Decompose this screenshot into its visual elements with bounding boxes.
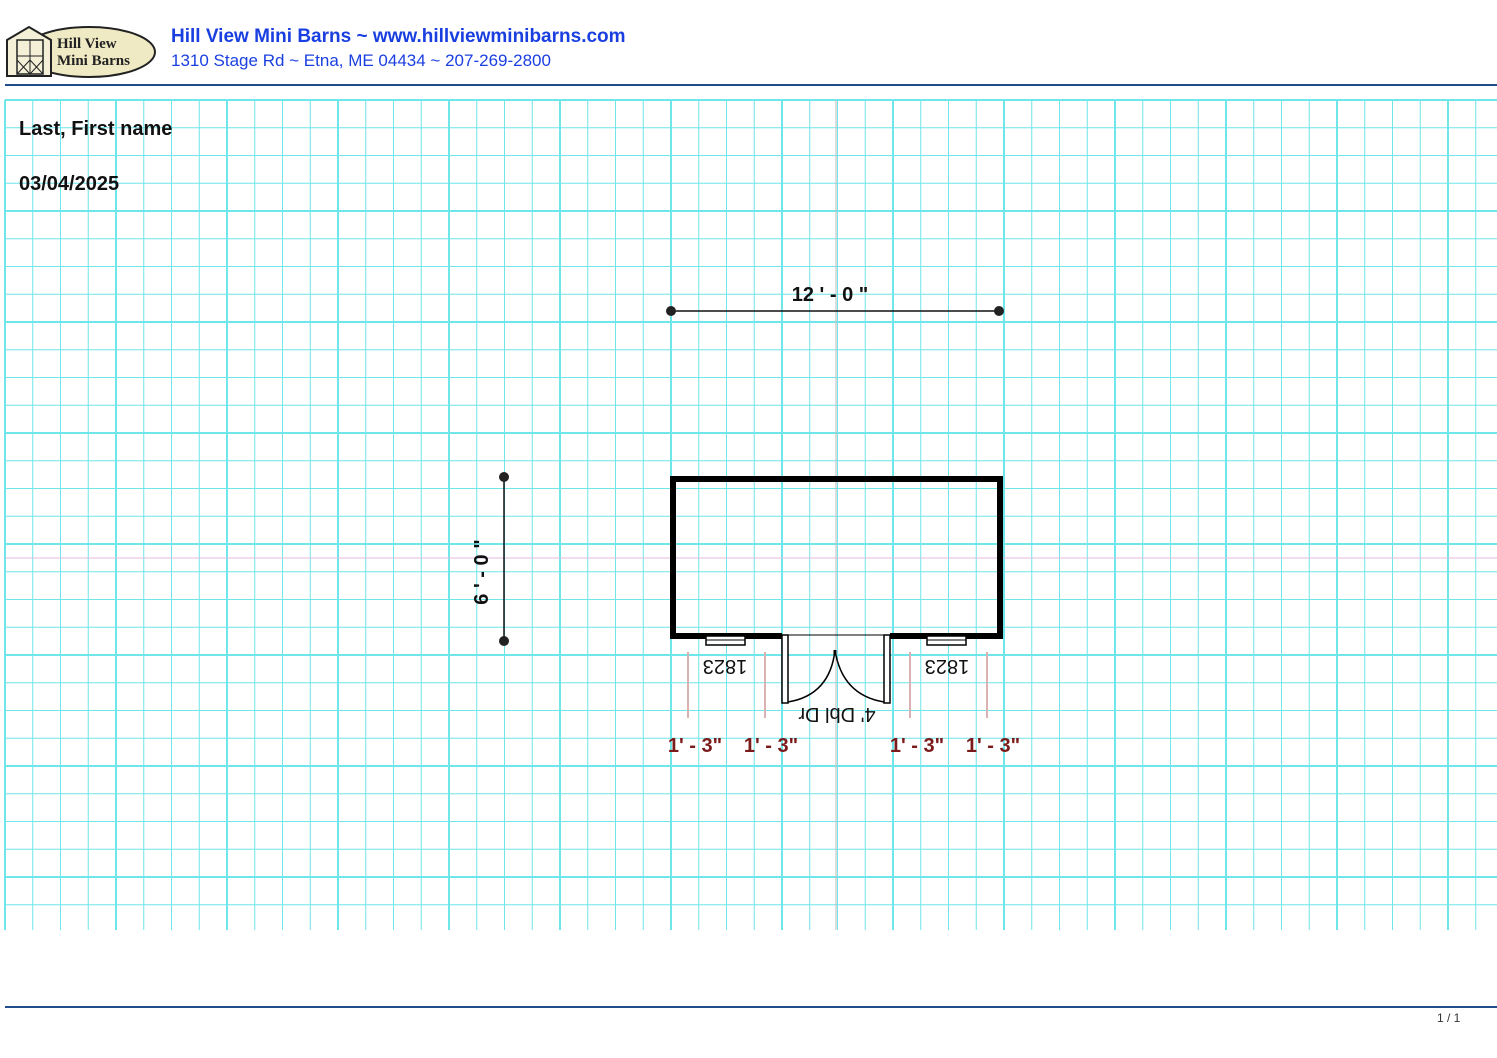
header-address: 1310 Stage Rd ~ Etna, ME 04434 ~ 207-269…: [171, 51, 551, 70]
door-label: 4' Dbl Dr: [798, 703, 876, 725]
window-right: 1823: [925, 635, 970, 677]
header-title: Hill View Mini Barns ~ www.hillviewminib…: [171, 26, 626, 47]
width-dimension: 12 ' - 0 ": [666, 284, 1004, 316]
building-outline: [670, 476, 1003, 639]
graph-grid: [4, 99, 1497, 930]
page-number: 1 / 1: [1437, 1011, 1461, 1025]
window-left: 1823: [703, 635, 748, 677]
offset-markers: [687, 652, 988, 718]
depth-dimension: 6 ' - 0 ": [471, 472, 509, 646]
window-right-label: 1823: [925, 655, 970, 677]
company-logo: Hill View Mini Barns: [6, 25, 156, 78]
width-dimension-label: 12 ' - 0 ": [792, 284, 869, 306]
footer-rule: [5, 1006, 1497, 1008]
offset-label: 1' - 3": [966, 735, 1020, 757]
header-rule: [5, 84, 1497, 86]
offset-label: 1' - 3": [668, 735, 722, 757]
offset-label: 1' - 3": [890, 735, 944, 757]
customer-name: Last, First name: [19, 118, 172, 140]
offset-label: 1' - 3": [744, 735, 798, 757]
logo-text-2: Mini Barns: [57, 53, 130, 69]
window-left-label: 1823: [703, 655, 748, 677]
plan-date: 03/04/2025: [19, 173, 119, 195]
depth-dimension-label: 6 ' - 0 ": [471, 539, 493, 604]
double-door: 4' Dbl Dr: [781, 634, 891, 725]
logo-text-1: Hill View: [57, 36, 117, 52]
